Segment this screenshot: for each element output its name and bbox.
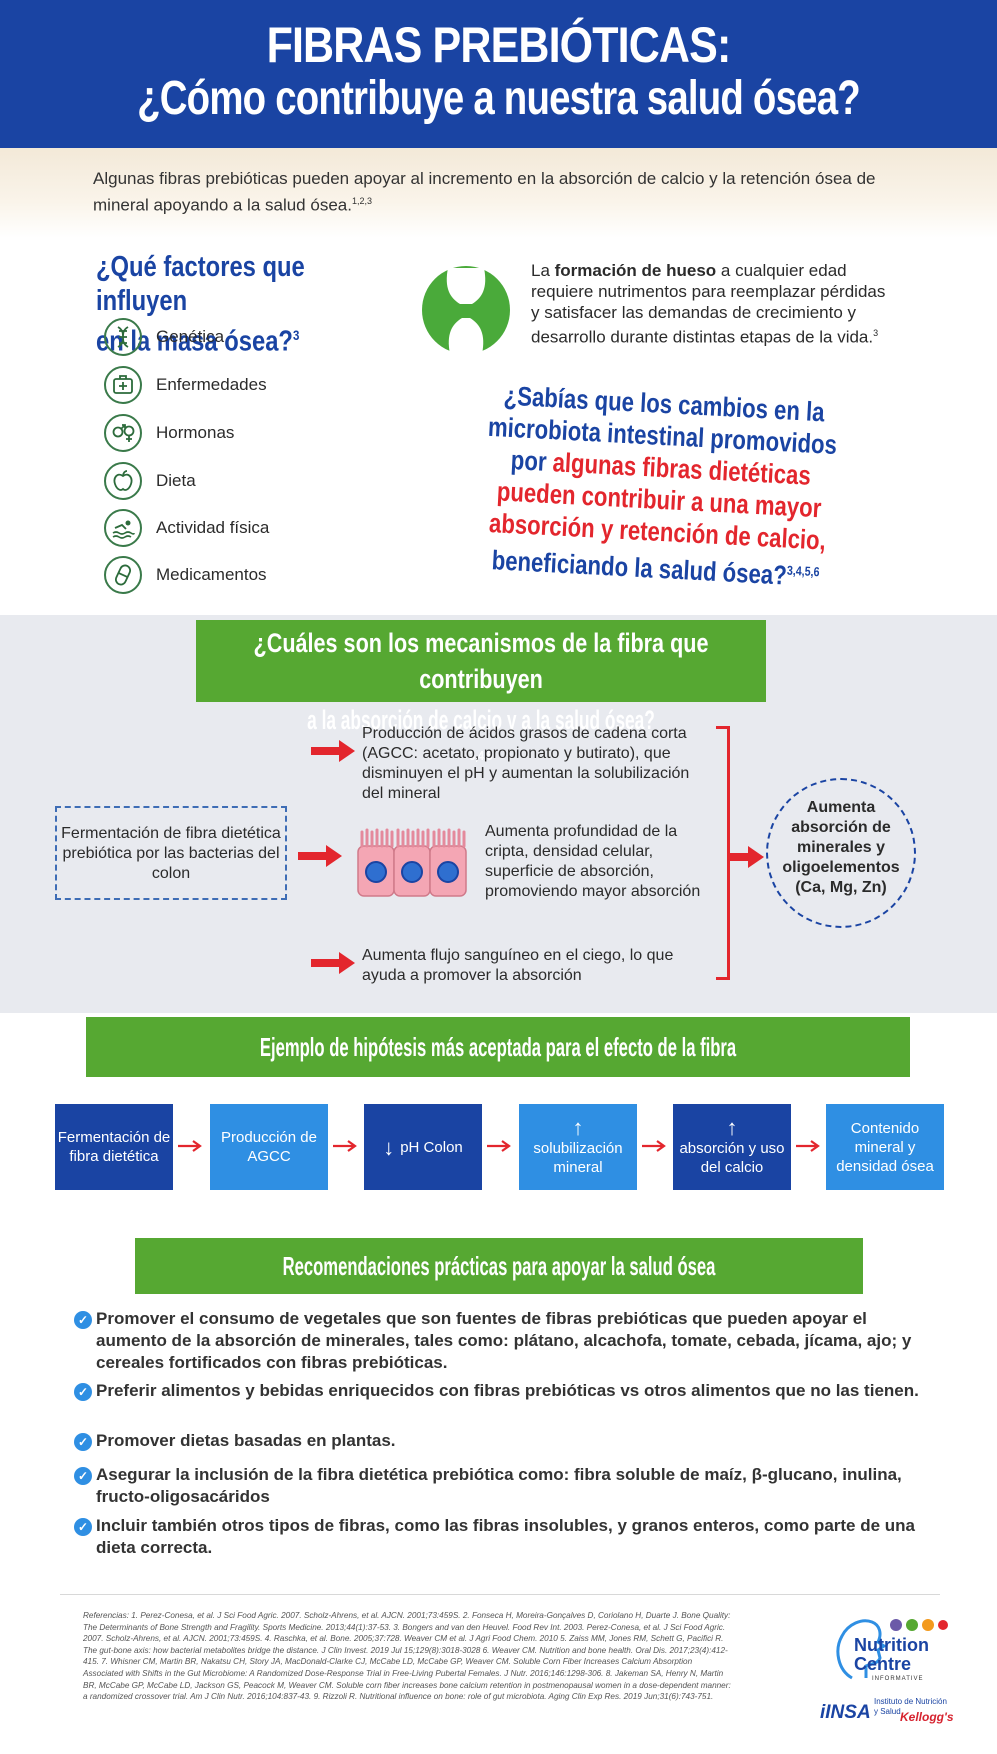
gender-icon (104, 414, 142, 452)
hypothesis-title: Ejemplo de hipótesis más aceptada para e… (86, 1017, 910, 1174)
bone-joint-icon (422, 266, 510, 354)
recommendation-item: ✓ Promover el consumo de vegetales que s… (74, 1308, 934, 1374)
nutrition-centre-tagline: INFORMATIVE (872, 1676, 924, 1682)
intro-text: Algunas fibras prebióticas pueden apoyar… (93, 169, 876, 215)
flow-step-solubilization: ↑ solubilización mineral (519, 1104, 637, 1190)
recommendations-title: Recomendaciones prácticas para apoyar la… (135, 1238, 863, 1385)
arrow-right-icon (333, 1140, 357, 1152)
flow-step-ph: ↓ pH Colon (364, 1104, 482, 1190)
factor-physical-activity: Actividad física (104, 509, 404, 549)
mechanism-scfa-text: Producción de ácidos grasos de cadena co… (362, 725, 690, 802)
arrow-up-icon: ↑ (572, 1115, 584, 1140)
mechanisms-title: ¿Cuáles son los mecanismos de la fibra q… (196, 620, 766, 763)
check-icon: ✓ (74, 1311, 92, 1329)
check-icon: ✓ (74, 1518, 92, 1536)
arrow-right-icon (298, 845, 342, 867)
check-icon: ✓ (74, 1467, 92, 1485)
intro-band: Algunas fibras prebióticas pueden apoyar… (0, 148, 997, 238)
arrow-up-icon: ↑ (726, 1115, 738, 1140)
factor-diseases: Enfermedades (104, 366, 404, 406)
fermentation-source-box: Fermentación de fibra dietética prebióti… (55, 806, 287, 900)
kelloggs-logo: Kellogg's (900, 1710, 954, 1724)
factor-medications: Medicamentos (104, 556, 404, 596)
page-subtitle: ¿Cómo contribuye a nuestra salud ósea? (137, 72, 861, 125)
nutrition-centre-dots-icon (890, 1619, 948, 1631)
check-icon: ✓ (74, 1383, 92, 1401)
medical-kit-icon (104, 366, 142, 404)
apple-icon (104, 462, 142, 500)
arrow-right-icon (642, 1140, 666, 1152)
check-icon: ✓ (74, 1433, 92, 1451)
recommendation-item: ✓ Preferir alimentos y bebidas enriqueci… (74, 1380, 934, 1402)
arrow-right-icon (796, 1140, 820, 1152)
factor-hormones: Hormonas (104, 414, 404, 454)
arrow-right-icon (311, 952, 355, 974)
nutrition-centre-logo (836, 1619, 887, 1680)
flow-step-fermentation: Fermentación de fibra dietética (55, 1104, 173, 1190)
result-circle: Aumenta absorción de minerales y oligoel… (766, 778, 916, 928)
factor-genetics: Genética (104, 318, 404, 358)
recommendation-item: ✓ Asegurar la inclusión de la fibra diet… (74, 1464, 934, 1508)
page-title: FIBRAS PREBIÓTICAS: (266, 17, 732, 73)
did-you-know-callout: ¿Sabías que los cambios en la microbiota… (487, 380, 838, 591)
arrow-right-icon (487, 1140, 511, 1152)
insa-logo: iINSA (820, 1702, 871, 1723)
arrow-right-icon (178, 1140, 202, 1152)
mechanism-crypt-text: Aumenta profundidad de la cripta, densid… (485, 823, 701, 900)
dna-icon (104, 318, 142, 356)
recommendation-item: ✓ Incluir también otros tipos de fibras,… (74, 1515, 934, 1559)
recommendation-item: ✓ Promover dietas basadas en plantas. (74, 1430, 934, 1452)
flow-step-agcc: Producción de AGCC (210, 1104, 328, 1190)
mechanism-bloodflow-text: Aumenta flujo sanguíneo en el ciego, lo … (362, 947, 674, 984)
swimmer-icon (104, 509, 142, 547)
flow-step-calcium: ↑ absorción y uso del calcio (673, 1104, 791, 1190)
header-banner: FIBRAS PREBIÓTICAS: ¿Cómo contribuye a n… (0, 0, 997, 148)
arrow-right-icon (728, 846, 764, 868)
factor-diet: Dieta (104, 462, 404, 502)
pill-icon (104, 556, 142, 594)
bone-formation-text: La formación de hueso a cualquier edad r… (531, 261, 886, 347)
arrow-down-icon: ↓ (383, 1134, 395, 1160)
arrow-right-icon (311, 740, 355, 762)
flow-step-bone-density: Contenido mineral y densidad ósea (826, 1104, 944, 1190)
intestinal-cells-illustration (357, 828, 467, 897)
references-text: Referencias: 1. Perez-Conesa, et al. J S… (83, 1611, 731, 1702)
divider (60, 1594, 940, 1595)
